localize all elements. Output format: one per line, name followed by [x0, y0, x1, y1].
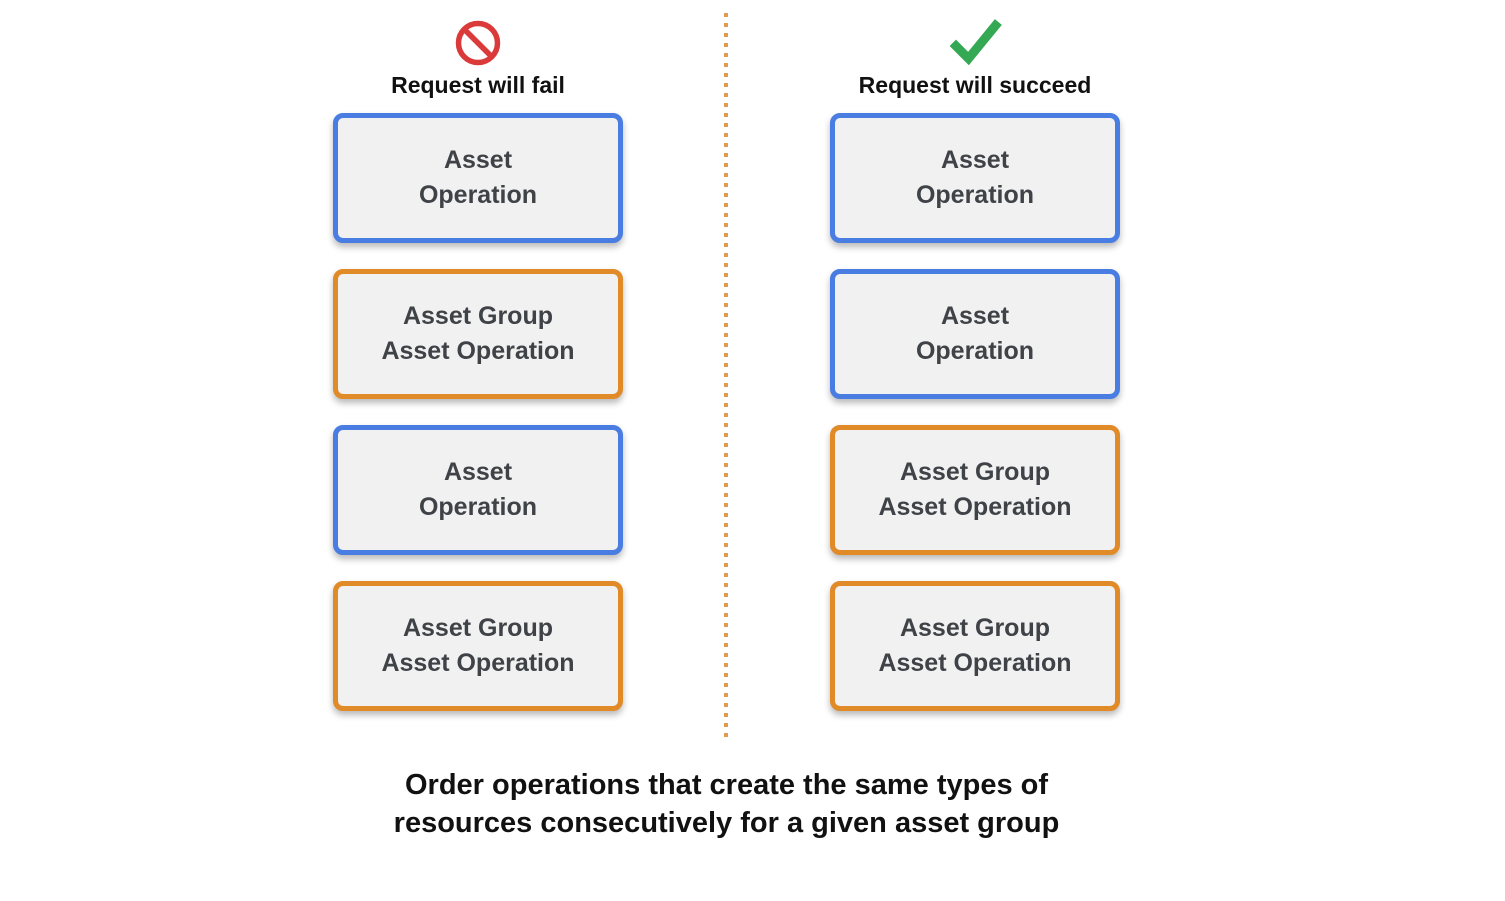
- column-title-fail: Request will fail: [391, 72, 565, 98]
- dotted-divider: [724, 13, 728, 741]
- asset-group-operation-box: Asset Group Asset Operation: [830, 581, 1120, 711]
- check-icon: [830, 15, 1120, 71]
- column-request-fail: Request will fail Asset Operation Asset …: [333, 15, 623, 737]
- column-title-succeed: Request will succeed: [858, 72, 1092, 98]
- fail-box-list: Asset Operation Asset Group Asset Operat…: [333, 113, 623, 711]
- asset-group-operation-box: Asset Group Asset Operation: [830, 425, 1120, 555]
- asset-operation-box: Asset Operation: [830, 269, 1120, 399]
- asset-group-operation-box: Asset Group Asset Operation: [333, 581, 623, 711]
- caption-text: Order operations that create the same ty…: [393, 769, 1060, 839]
- asset-operation-box: Asset Operation: [830, 113, 1120, 243]
- asset-group-operation-box: Asset Group Asset Operation: [333, 269, 623, 399]
- asset-operation-box: Asset Operation: [333, 425, 623, 555]
- prohibition-icon: [333, 15, 623, 71]
- succeed-box-list: Asset Operation Asset Operation Asset Gr…: [830, 113, 1120, 711]
- asset-operation-box: Asset Operation: [333, 113, 623, 243]
- column-request-succeed: Request will succeed Asset Operation Ass…: [830, 15, 1120, 737]
